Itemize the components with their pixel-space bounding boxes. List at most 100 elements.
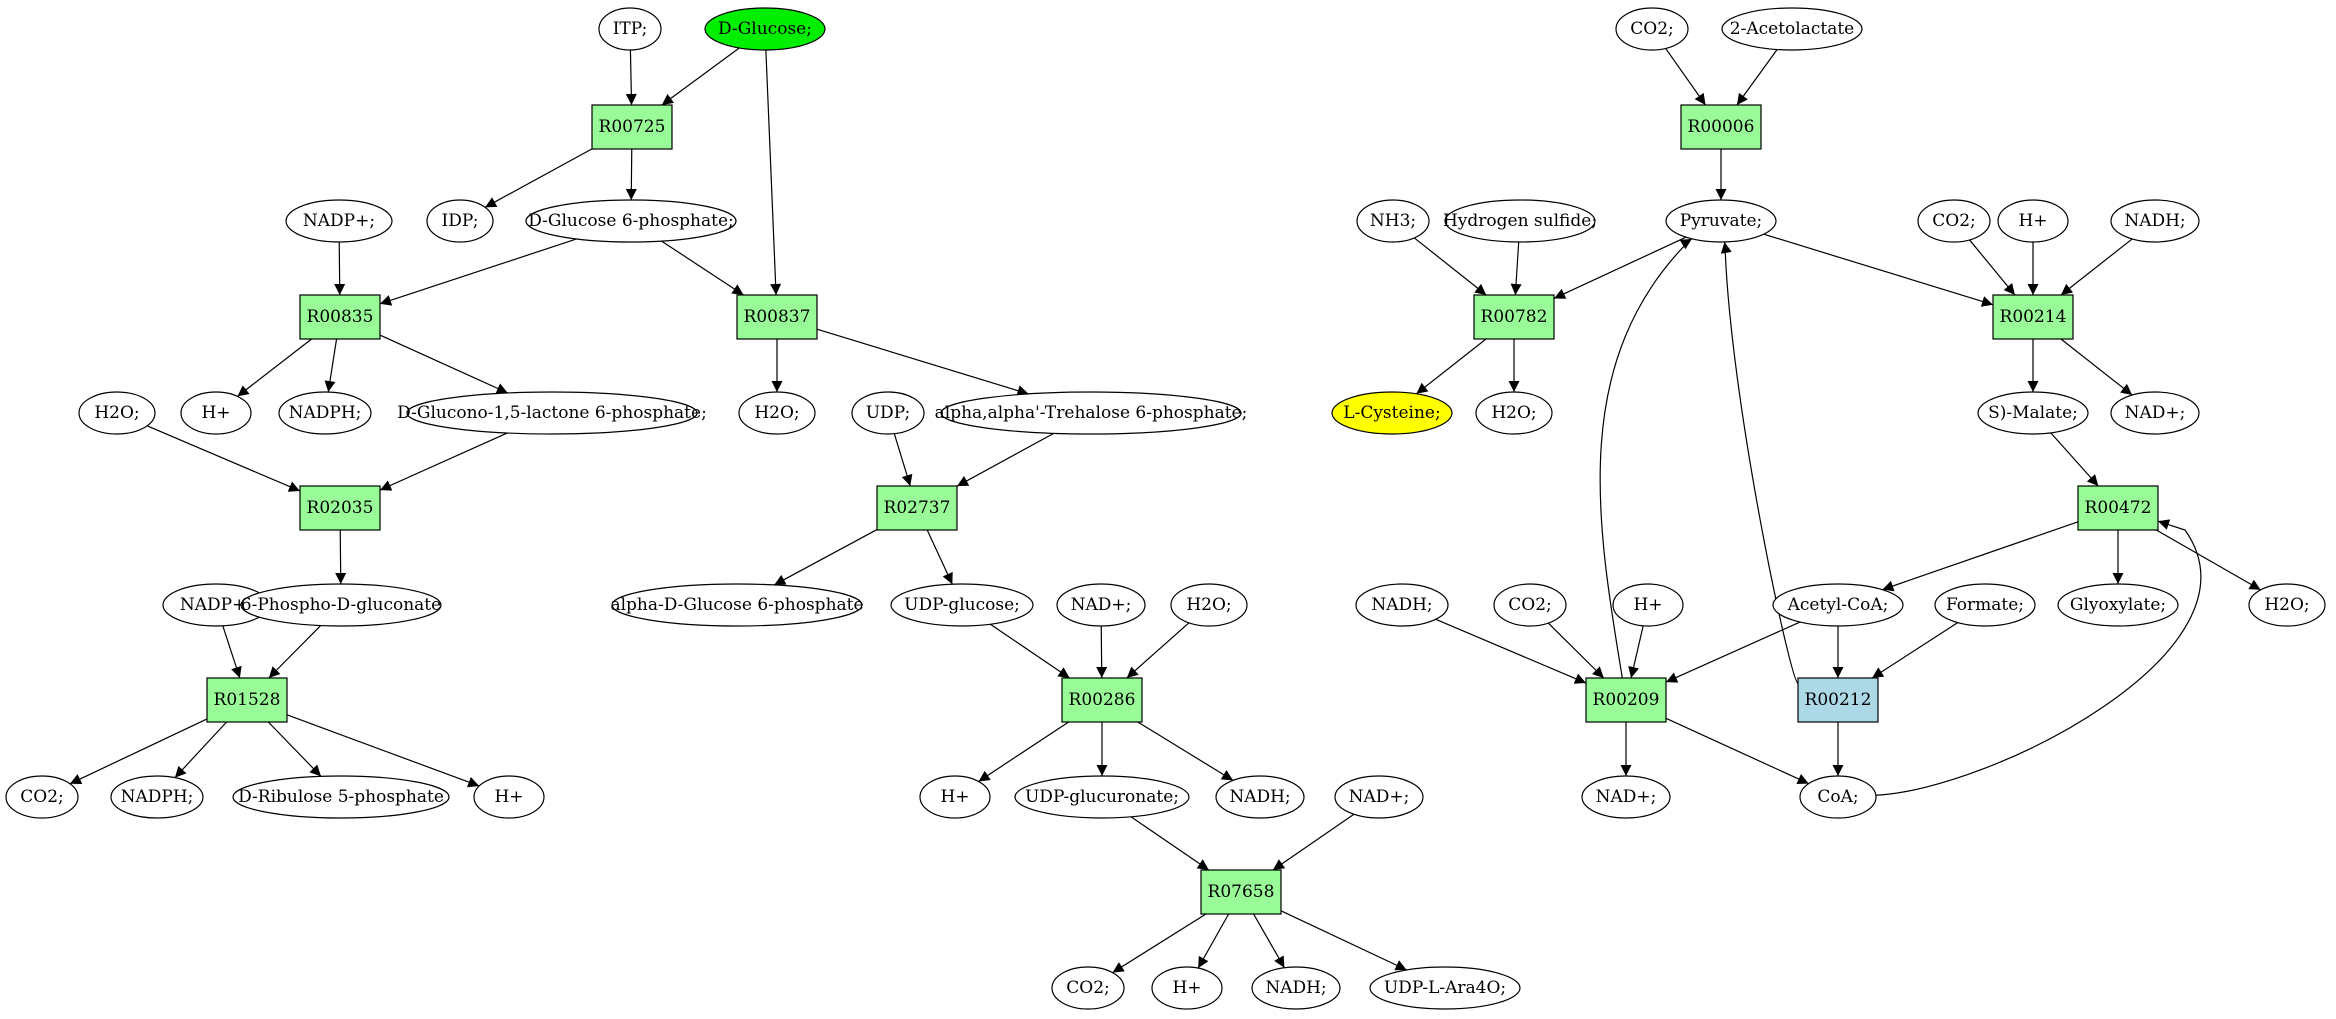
compound-node-c_trehalose: alpha,alpha'-Trehalose 6-phosphate;	[935, 391, 1248, 435]
edge-r00209-to-c_pyruvate	[1599, 238, 1693, 679]
compound-ellipse	[1251, 966, 1341, 1010]
reaction-label: R00212	[1805, 690, 1872, 710]
compound-ellipse	[1170, 583, 1248, 627]
reaction-node-r00006: R00006	[1680, 104, 1762, 150]
edge-c_formate-to-r00212	[1871, 622, 1959, 679]
reaction-label: R00006	[1688, 117, 1755, 137]
edge-r00472-to-c_h2o5	[2156, 529, 2261, 591]
compound-label: H+	[1633, 595, 1662, 615]
reaction-label: R00472	[2085, 498, 2152, 518]
compound-node-c_acetylcoa: Acetyl-CoA;	[1772, 583, 1904, 627]
edge-c_pyruvate-to-r00214	[1763, 233, 1994, 307]
compound-ellipse	[1331, 391, 1453, 435]
edge-c_nadh3-to-r00214	[2060, 238, 2133, 296]
compound-ellipse	[525, 199, 737, 243]
compound-ellipse	[110, 775, 204, 819]
compound-ellipse	[1215, 775, 1305, 819]
compound-label: D-Glucono-1,5-lactone 6-phosphate;	[397, 403, 707, 423]
compound-node-c_nad1: NAD+;	[1056, 583, 1146, 627]
edge-c_coa-to-r00472	[1875, 519, 2202, 796]
compound-label: D-Glucose;	[718, 19, 812, 39]
edge-c_itp-to-r00725	[625, 49, 637, 106]
compound-node-c_pyruvate: Pyruvate;	[1665, 199, 1777, 243]
compound-ellipse	[2057, 583, 2179, 627]
reaction-node-r00782: R00782	[1473, 294, 1555, 340]
reaction-node-r07658: R07658	[1200, 869, 1282, 915]
compound-node-c_nadh1: NADH;	[1215, 775, 1305, 819]
compound-node-c_g6p: D-Glucose 6-phosphate;	[525, 199, 737, 243]
edge-c_nadh4-to-r00209	[1435, 618, 1587, 684]
compound-label: NADPH;	[289, 403, 362, 423]
reaction-node-r00472: R00472	[2077, 485, 2159, 531]
compound-label: H2O;	[1186, 595, 1231, 615]
edge-c_nadp2-to-r01528	[222, 625, 242, 679]
compound-label: alpha,alpha'-Trehalose 6-phosphate;	[935, 403, 1248, 423]
reaction-box	[736, 294, 818, 340]
compound-ellipse	[1934, 583, 2036, 627]
compound-label: 2-Acetolactate	[1730, 19, 1854, 39]
compound-node-c_nadp1: NADP+;	[285, 199, 393, 243]
reaction-node-r00835: R00835	[299, 294, 381, 340]
compound-node-c_formate: Formate;	[1934, 583, 2036, 627]
edge-r00782-to-c_lcys	[1416, 338, 1487, 395]
compound-ellipse	[1151, 966, 1223, 1010]
reaction-node-r00212: R00212	[1797, 677, 1879, 723]
edge-r00214-to-c_nad3	[2060, 338, 2133, 396]
edge-c_pyruvate-to-r00782	[1553, 236, 1687, 299]
reaction-label: R00209	[1593, 690, 1660, 710]
compound-label: Pyruvate;	[1680, 211, 1762, 231]
compound-label: UDP-L-Ara4O;	[1384, 978, 1506, 998]
compound-node-c_h3: H+	[919, 775, 991, 819]
edge-r00835-to-c_glucono	[379, 334, 509, 394]
compound-label: Glyoxylate;	[2070, 595, 2166, 615]
compound-label: CO2;	[1066, 978, 1110, 998]
compound-ellipse	[240, 583, 442, 627]
edge-c_nad1-to-r00286	[1096, 625, 1108, 679]
edge-c_acetylcoa-to-r00209	[1665, 621, 1801, 683]
compound-label: NAD+;	[2125, 403, 2186, 423]
reaction-box	[299, 294, 381, 340]
compound-label: UDP-glucuronate;	[1025, 787, 1179, 807]
edge-r00212-to-c_pyruvate	[1720, 241, 1799, 684]
edge-c_g6p-to-r00837	[661, 240, 744, 296]
edge-c_h2o1-to-r02035	[146, 425, 301, 492]
compound-label: NADH;	[1371, 595, 1432, 615]
reaction-label: R01528	[214, 690, 281, 710]
edge-r00209-to-c_coa	[1665, 717, 1809, 785]
compound-ellipse	[1493, 583, 1567, 627]
compound-ellipse	[278, 391, 372, 435]
compound-node-c_udpara: UDP-L-Ara4O;	[1369, 966, 1521, 1010]
compound-ellipse	[851, 391, 925, 435]
compound-ellipse	[1444, 199, 1596, 243]
compound-ellipse	[1997, 199, 2069, 243]
compound-node-c_nadp2: NADP+;	[162, 583, 270, 627]
edge-c_co2_3-to-r00006	[1665, 48, 1707, 106]
edge-r00835-to-c_nadph1	[324, 338, 338, 393]
reaction-box	[1473, 294, 1555, 340]
compound-node-c_h2o5: H2O;	[2248, 583, 2326, 627]
reaction-box	[591, 104, 673, 150]
compound-node-c_glyoxylate: Glyoxylate;	[2057, 583, 2179, 627]
reaction-box	[206, 677, 288, 723]
edge-c_udpglcur-to-r07658	[1130, 816, 1210, 871]
compound-ellipse	[1977, 391, 2089, 435]
compound-node-c_nad4: NAD+;	[1581, 775, 1671, 819]
edge-r00835-to-c_h1	[237, 338, 312, 397]
compound-label: CO2;	[1932, 211, 1976, 231]
compound-ellipse	[1056, 583, 1146, 627]
reaction-box	[876, 485, 958, 531]
compound-node-c_idp: IDP;	[426, 199, 494, 243]
compound-label: 6-Phospho-D-gluconate	[241, 595, 441, 615]
compound-node-c_malate: S)-Malate;	[1977, 391, 2089, 435]
compound-label: H+	[1172, 978, 1201, 998]
compound-label: UDP-glucose;	[904, 595, 1020, 615]
compound-label: H+	[2018, 211, 2047, 231]
edge-c_g6p-to-r00835	[379, 238, 577, 306]
edge-r01528-to-c_h2	[286, 714, 480, 788]
compound-label: CO2;	[20, 787, 64, 807]
compound-node-c_h1: H+	[180, 391, 252, 435]
edge-c_trehalose-to-r02737	[956, 432, 1055, 487]
compound-label: ITP;	[613, 19, 648, 39]
compound-label: IDP;	[442, 211, 479, 231]
compound-node-c_nad3: NAD+;	[2110, 391, 2200, 435]
